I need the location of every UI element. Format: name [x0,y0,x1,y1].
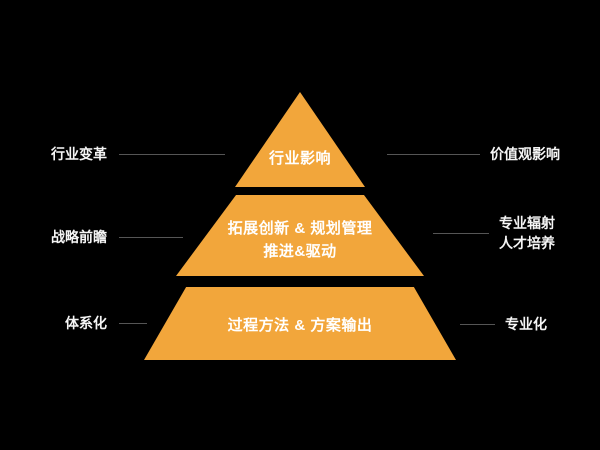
right-callout-professional-radiation-line1: 专业辐射 [499,215,555,231]
tier-top-label: 行业影响 [268,150,331,167]
right-callout-specialization: 专业化 [460,314,547,334]
connector-line [460,323,495,325]
right-callout-values-impact: 价值观影响 [387,144,560,164]
left-callout-strategic-foresight-label: 战略前瞻 [51,229,107,245]
right-callout-professional-radiation-label: 专业辐射 人才培养 [499,213,555,253]
connector-line [387,153,480,155]
tier-middle-label: 拓展创新 & 规划管理 推进&驱动 [176,217,424,263]
right-callout-specialization-label: 专业化 [505,316,547,332]
connector-line [119,153,225,155]
connector-line [119,236,183,238]
right-callout-values-impact-label: 价值观影响 [490,146,560,162]
left-callout-industry-change: 行业变革 [48,144,225,164]
pyramid-tier-bottom [144,287,456,360]
tier-bottom-label: 过程方法 & 方案输出 [227,317,373,334]
left-callout-systematization-label: 体系化 [65,315,107,331]
left-callout-industry-change-label: 行业变革 [51,146,107,162]
right-callout-professional-radiation: 专业辐射 人才培养 [433,213,555,253]
right-callout-professional-radiation-line2: 人才培养 [499,235,555,251]
connector-line [119,322,147,324]
left-callout-systematization: 体系化 [48,313,147,333]
tier-middle-label-line2: 推进&驱动 [263,243,337,260]
pyramid-tier-top [235,92,365,187]
left-callout-strategic-foresight: 战略前瞻 [48,227,183,247]
tier-middle-label-line1: 拓展创新 & 规划管理 [227,220,373,237]
connector-line [433,232,489,234]
